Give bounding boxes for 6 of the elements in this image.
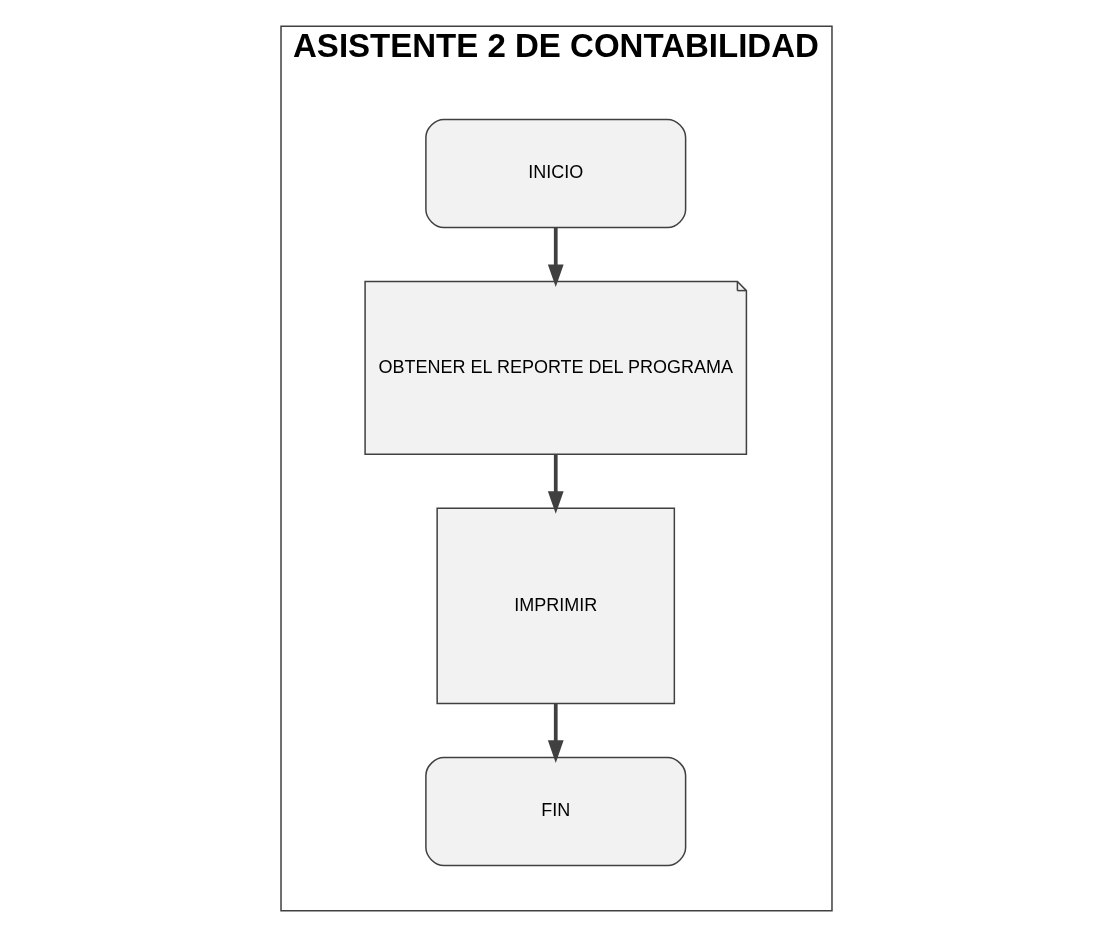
arrow xyxy=(547,703,564,763)
node-box: INICIO xyxy=(424,118,686,229)
arrow xyxy=(547,454,564,514)
arrow xyxy=(547,227,564,288)
node-box: IMPRIMIR xyxy=(435,507,675,705)
node-box: FIN xyxy=(424,756,686,867)
